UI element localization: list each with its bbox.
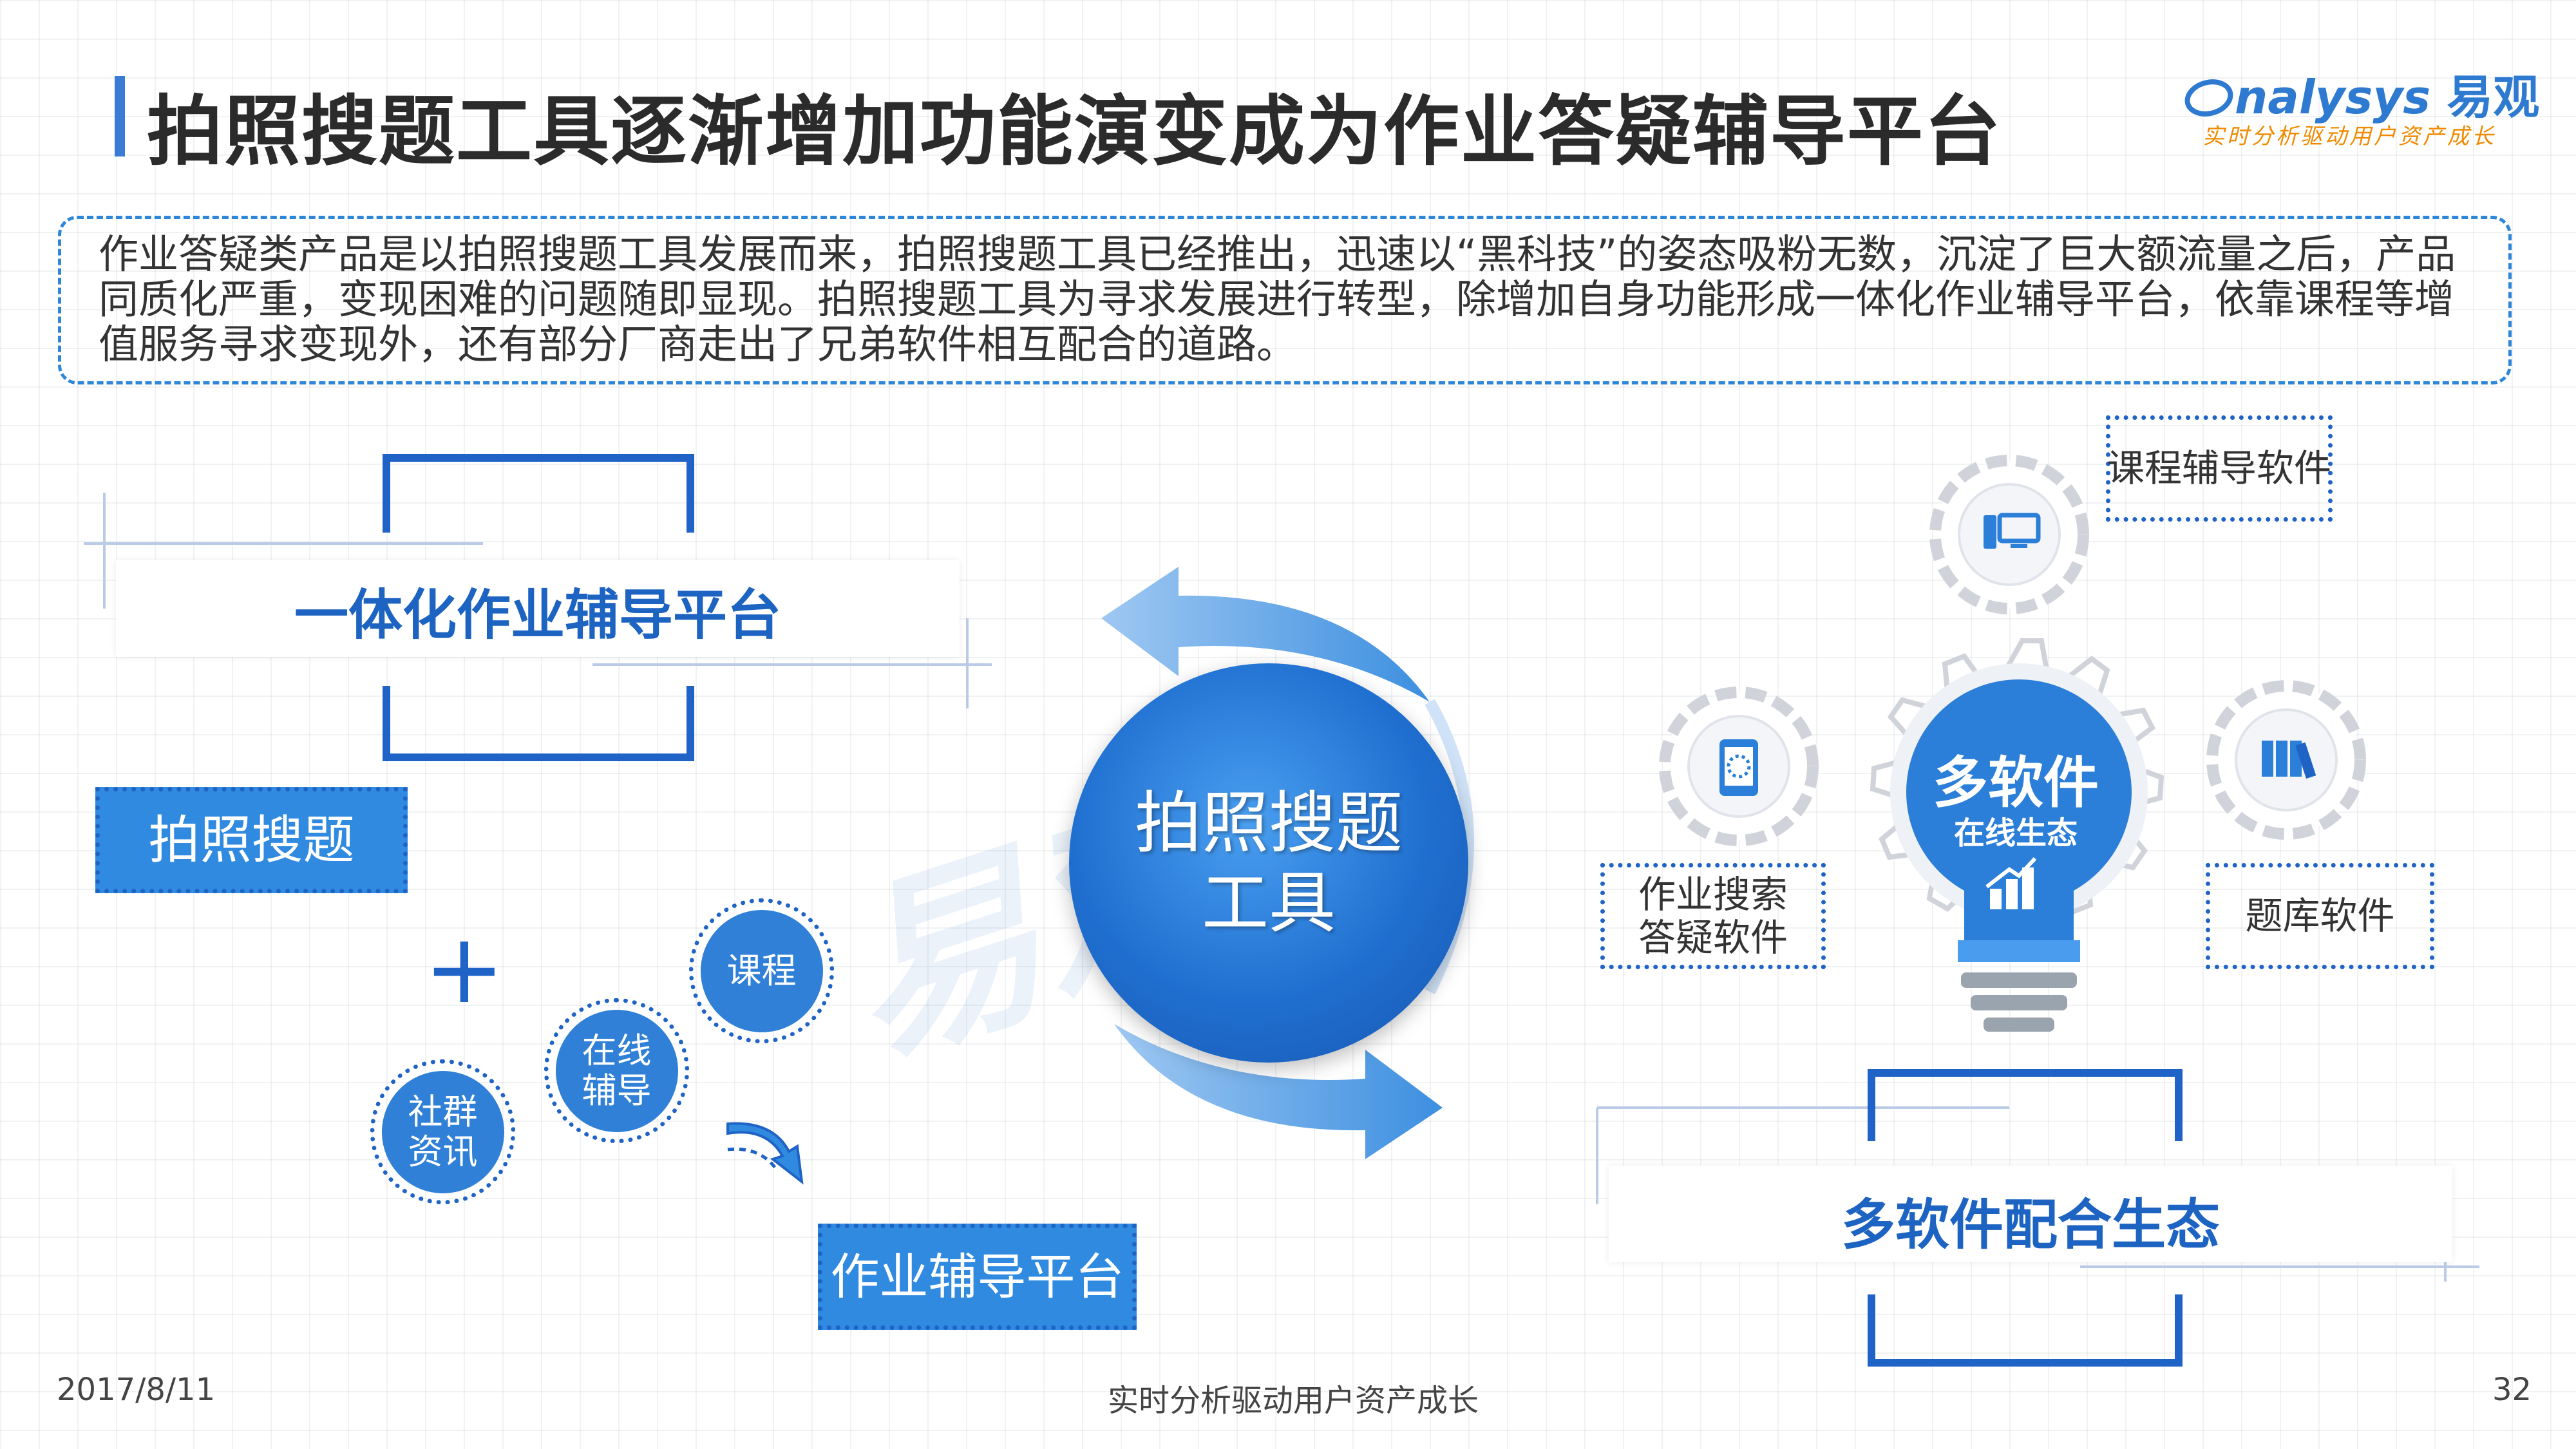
binders-gear-icon	[2206, 680, 2366, 840]
footer-date: 2017/8/11	[57, 1372, 216, 1408]
bracket-top	[383, 454, 694, 533]
course-software-label: 课程辅导软件	[2107, 446, 2332, 491]
ecosystem-band	[1609, 1166, 2452, 1262]
logo-brand: nalysys 易观	[2183, 59, 2539, 127]
transform-arrow-icon	[726, 1122, 804, 1185]
online-tutoring-circle: 在线 辅导	[544, 998, 689, 1143]
computer-gear-icon	[1929, 455, 2089, 614]
bulb-label: 多软件 在线生态	[1909, 752, 2122, 853]
intro-box: 作业答疑类产品是以拍照搜题工具发展而来，拍照搜题工具已经推出，迅速以“黑科技”的…	[58, 216, 2512, 384]
homework-software-box: 作业搜索 答疑软件	[1600, 863, 1826, 969]
decor-line	[84, 542, 483, 545]
bracket-bottom	[1868, 1294, 2183, 1367]
decor-line	[592, 663, 992, 666]
bulb-main-label: 多软件	[1933, 751, 2099, 815]
decor-line	[1597, 1106, 2009, 1109]
homework-software-line2: 答疑软件	[1638, 915, 1788, 960]
logo-brand-text: nalysys	[2235, 70, 2431, 124]
lightbulb-gear-icon	[1870, 638, 2164, 1032]
center-label-line2: 工具	[1201, 864, 1336, 942]
question-bank-box: 题库软件	[2206, 863, 2434, 969]
question-bank-label: 题库软件	[2245, 894, 2395, 938]
photo-search-label: 拍照搜题	[148, 810, 355, 870]
photo-search-box: 拍照搜题	[95, 787, 408, 893]
bracket-top	[1868, 1069, 2183, 1141]
page-title: 拍照搜题工具逐渐增加功能演变成为作业答疑辅导平台	[147, 87, 2002, 176]
course-circle: 课程	[689, 898, 834, 1043]
decor-line	[1596, 1108, 1598, 1204]
logo-slogan: 实时分析驱动用户资产成长	[2202, 124, 2496, 149]
integrated-platform-title: 一体化作业辅导平台	[294, 583, 781, 647]
online-label-line2: 辅导	[582, 1070, 652, 1111]
ecosystem-title: 多软件配合生态	[1841, 1193, 2220, 1256]
center-label-line1: 拍照搜题	[1134, 784, 1403, 862]
chart-bars-icon	[1985, 857, 2037, 909]
homework-software-line1: 作业搜索	[1638, 872, 1788, 916]
homework-platform-box: 作业辅导平台	[818, 1224, 1137, 1330]
footer-slogan: 实时分析驱动用户资产成长	[1108, 1383, 1479, 1419]
analysys-logo: nalysys 易观 实时分析驱动用户资产成长	[2183, 59, 2539, 156]
title-accent-bar	[115, 76, 125, 156]
course-software-box: 课程辅导软件	[2106, 415, 2333, 522]
platform-band	[116, 560, 960, 657]
bracket-bottom	[383, 686, 694, 761]
community-circle: 社群 资讯	[370, 1059, 515, 1204]
decor-line	[966, 618, 969, 708]
bulb-sub-label: 在线生态	[1953, 815, 2078, 851]
decor-line	[103, 493, 106, 609]
online-label-line1: 在线	[582, 1030, 652, 1071]
intro-text: 作业答疑类产品是以拍照搜题工具发展而来，拍照搜题工具已经推出，迅速以“黑科技”的…	[99, 231, 2456, 368]
logo-swoosh-icon	[2184, 79, 2233, 117]
community-label-line1: 社群	[408, 1091, 478, 1132]
photo-search-tool-circle: 拍照搜题 工具	[1069, 663, 1468, 1063]
homework-platform-label: 作业辅导平台	[830, 1247, 1124, 1305]
course-label: 课程	[726, 950, 797, 991]
decor-line	[2080, 1265, 2479, 1268]
page-number: 32	[2492, 1372, 2532, 1408]
tablet-gear-icon	[1659, 687, 1819, 846]
plus-icon: +	[424, 913, 505, 1025]
community-label-line2: 资讯	[408, 1131, 478, 1172]
logo-brand-cn: 易观	[2447, 70, 2540, 124]
